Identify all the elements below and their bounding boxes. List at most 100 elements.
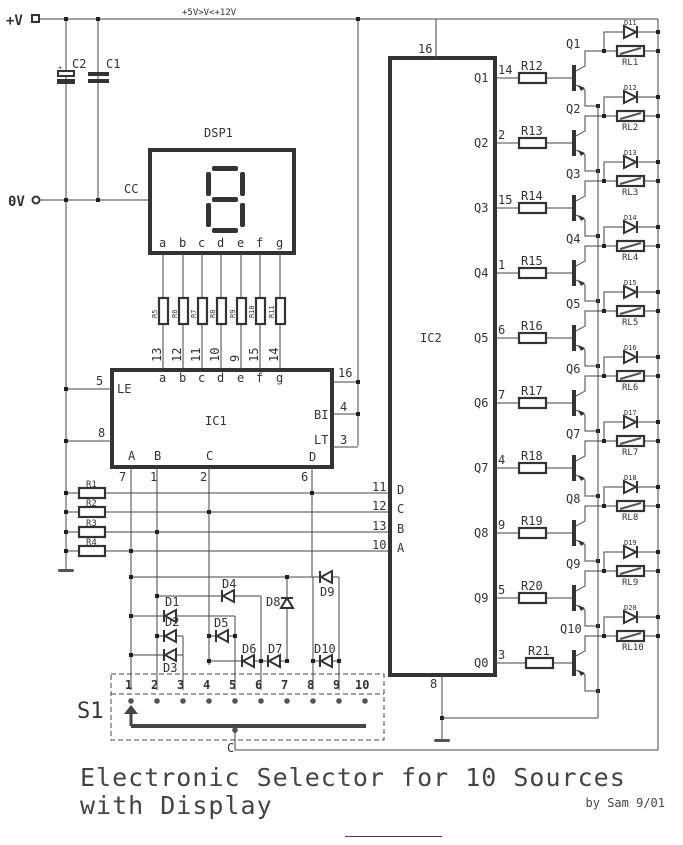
pin-label: b [179, 371, 186, 385]
diode-label: D15 [624, 279, 637, 287]
pin-label: B [397, 522, 404, 536]
resistor-label: R14 [521, 189, 543, 203]
pin-label: LT [314, 433, 328, 447]
switch-contact-icon [362, 698, 368, 704]
capacitor-c2: + C2 [57, 57, 86, 84]
pin-number: 3 [340, 433, 347, 447]
transistor-label: Q4 [566, 232, 580, 246]
positive-terminal-icon [31, 14, 40, 23]
diode-label: D2 [165, 615, 179, 629]
resistor-label: R4 [86, 538, 97, 548]
resistor-label: R9 [229, 310, 237, 318]
resistor-icon [517, 266, 548, 280]
resistor-icon [77, 544, 107, 558]
flyback-diode-icon [623, 479, 639, 495]
diode-icon [162, 647, 177, 663]
pin-label: C [206, 449, 213, 463]
switch-contact-icon [128, 698, 134, 704]
transistor-icon [572, 325, 576, 351]
diode-icon [318, 569, 333, 585]
diode-icon [318, 653, 333, 669]
encoder-diode: D7 [266, 642, 282, 669]
resistor-label: R2 [86, 499, 97, 509]
relay-label: RL10 [622, 643, 644, 653]
encoder-diode: D4 [220, 577, 236, 604]
output-label: Q2 [474, 136, 488, 150]
pin-number: 5 [498, 583, 505, 597]
transistor-label: Q5 [566, 297, 580, 311]
digit-8-icon [206, 166, 245, 233]
pin-label: D [309, 450, 316, 464]
encoder-diode: D6 [240, 642, 256, 669]
resistor-icon [157, 296, 170, 326]
relay-label: RL6 [622, 383, 638, 393]
output-label: Q1 [474, 71, 488, 85]
pin-number: 7 [498, 388, 505, 402]
pin-label: B [154, 449, 161, 463]
diode-label: D10 [314, 642, 336, 656]
resistor-icon [517, 526, 548, 540]
resistor-label: R17 [521, 384, 543, 398]
switch-contact-icon [258, 698, 264, 704]
relay-label: RL8 [622, 513, 638, 523]
pin-number: 1 [150, 470, 157, 484]
output-label: Q4 [474, 266, 488, 280]
switch-position-label: 10 [355, 678, 369, 692]
positive-supply-label: +V [6, 13, 23, 29]
schematic-title: Electronic Selector for 10 Sources with … [80, 764, 626, 820]
switch-contact-icon [232, 698, 238, 704]
flyback-diode-icon [623, 89, 639, 105]
resistor-icon [196, 296, 209, 326]
transistor-label: Q2 [566, 102, 580, 116]
switch-contact-icon [206, 698, 212, 704]
diode-label: D1 [165, 595, 179, 609]
resistor-label: R11 [268, 305, 276, 318]
switch-position-label: 2 [151, 678, 158, 692]
relay-label: RL9 [622, 578, 638, 588]
pin-number: 1 [498, 258, 505, 272]
resistor-label: R12 [521, 59, 543, 73]
pin-label: LE [117, 382, 131, 396]
transistor-icon [572, 65, 576, 91]
display-common-label: CC [124, 182, 138, 196]
resistor-icon [215, 296, 228, 326]
resistor-label: R5 [151, 310, 159, 318]
diode-label: D19 [624, 539, 637, 547]
relay-label: RL5 [622, 318, 638, 328]
ic1-name: IC1 [205, 414, 227, 428]
resistor-label: R6 [171, 310, 179, 318]
pin-number: 13 [150, 348, 164, 362]
output-label: Q3 [474, 201, 488, 215]
diode-label: D5 [214, 616, 228, 630]
relay-label: RL1 [622, 58, 638, 68]
relay-label: RL2 [622, 123, 638, 133]
pin-label: C [397, 502, 404, 516]
pin-number: 16 [418, 42, 432, 56]
pin-label: A [128, 449, 136, 463]
diode-label: D8 [266, 595, 280, 609]
transistor-label: Q7 [566, 427, 580, 441]
pin-number: 9 [498, 518, 505, 532]
flyback-diode-icon [623, 544, 639, 560]
diode-icon [266, 653, 281, 669]
flyback-diode-icon [623, 219, 639, 235]
pin-label: f [256, 371, 263, 385]
pin-number: 13 [372, 519, 386, 533]
transistor-icon [572, 455, 576, 481]
transistor-icon [572, 260, 576, 286]
flyback-diode-icon [623, 349, 639, 365]
switch-contact-icon [180, 698, 186, 704]
pin-number: 9 [228, 355, 242, 362]
ground-supply-label: 0V [8, 194, 25, 210]
ground-symbol-icon [434, 739, 450, 742]
resistor-icon [77, 525, 107, 539]
ic2-name: IC2 [420, 331, 442, 345]
segment-label: c [198, 236, 205, 250]
segment-label: f [256, 236, 263, 250]
